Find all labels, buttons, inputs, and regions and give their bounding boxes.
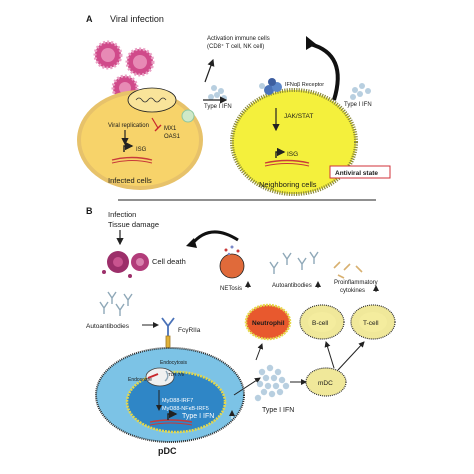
infection-label: Infection	[108, 210, 136, 219]
virus-icon	[93, 40, 123, 70]
panel-a-label: A	[86, 14, 93, 24]
endocytosis-label: Endocytosis	[160, 360, 187, 366]
viral-replication-label: Viral replication	[108, 123, 149, 129]
proinflammatory-line2: cytokines	[340, 288, 365, 294]
tcell-label: T-cell	[363, 320, 379, 327]
neighboring-cells-label: Neighboring cells	[259, 180, 317, 189]
dying-cells-icon	[102, 251, 149, 278]
cell-death-arrow	[190, 230, 239, 245]
antibody-icons-left	[99, 291, 133, 316]
activation-arrow	[204, 58, 215, 83]
inhibition-line	[151, 117, 159, 129]
inhibition-bar	[154, 124, 162, 132]
cell-death-arrowhead	[186, 238, 197, 248]
cell-death-label: Cell death	[152, 257, 186, 266]
isg-infected-label: ISG	[136, 147, 147, 153]
mx1-label: MX1	[164, 126, 177, 132]
neutrophil-cell	[244, 303, 292, 341]
type1-ifn-cell-label: Type I IFN	[182, 413, 214, 420]
pdc-cell	[95, 347, 245, 443]
myd88-nfkb-label: MyD88-NFκB-IRF5	[162, 406, 209, 412]
autoantibodies-left-label: Autoantibodies	[86, 323, 130, 330]
endosome-label: Endosome	[128, 377, 152, 383]
bcell-cell	[299, 304, 345, 340]
activation-line2: (CD8⁺ T cell, NK cell)	[207, 43, 264, 50]
mdc-label: mDC	[318, 380, 333, 387]
tissue-damage-label: Tissue damage	[108, 220, 159, 229]
ifn-particles	[208, 85, 227, 101]
netosis-label: NETosis	[220, 286, 242, 292]
antiviral-state-box	[329, 165, 391, 179]
neutrophil-label: Neutrophil	[252, 320, 285, 327]
pdc-label: pDC	[158, 446, 177, 456]
mdc-to-tcell-arrow	[337, 341, 365, 371]
bcell-label: B-cell	[312, 320, 329, 327]
ifn-particles-right	[350, 83, 371, 100]
ifn-particles-b	[254, 364, 290, 402]
cytokine-icons	[333, 261, 363, 279]
feedback-arrowhead	[306, 36, 316, 50]
tlr-label: TLR 7/9	[168, 372, 185, 377]
mdc-to-bcell-arrow	[324, 341, 335, 369]
type1-ifn-out-label: Type I IFN	[262, 407, 294, 414]
type1-ifn-left-label: Type I IFN	[204, 104, 232, 110]
panel-b-label: B	[86, 206, 93, 216]
fcgr-label: FcγRIIa	[178, 327, 201, 334]
tcell-cell	[350, 304, 396, 340]
mdc-cell	[305, 367, 347, 397]
autoantibodies-top-label: Autoantibodies	[272, 283, 312, 289]
ifn-out-arrow	[233, 377, 261, 396]
virus-icon	[125, 47, 155, 77]
feedback-arrow	[309, 42, 340, 101]
ifn-to-neutrophil-arrow	[255, 343, 264, 361]
myd88-irf7-label: MyD88-IRF7	[162, 398, 193, 404]
antiviral-state-label: Antiviral state	[335, 170, 378, 177]
neighboring-cell	[230, 88, 358, 196]
viral-infection-label: Viral infection	[110, 14, 164, 24]
type1-ifn-right-label: Type I IFN	[344, 102, 372, 108]
netosis-cell	[219, 245, 245, 279]
isg-neighbor-label: ISG	[287, 151, 298, 158]
oas1-label: OAS1	[164, 134, 181, 140]
infected-cells-label: Infected cells	[108, 176, 152, 185]
proinflammatory-line1: Proinflammatory	[334, 280, 378, 286]
receptor-label: IFNαβ Receptor	[285, 82, 324, 88]
antibody-icons	[269, 251, 319, 274]
activation-line1: Activation immune cells	[207, 36, 270, 42]
receptor-icon	[259, 78, 282, 95]
jak-stat-label: JAK/STAT	[284, 113, 313, 120]
infected-cell	[77, 87, 203, 190]
